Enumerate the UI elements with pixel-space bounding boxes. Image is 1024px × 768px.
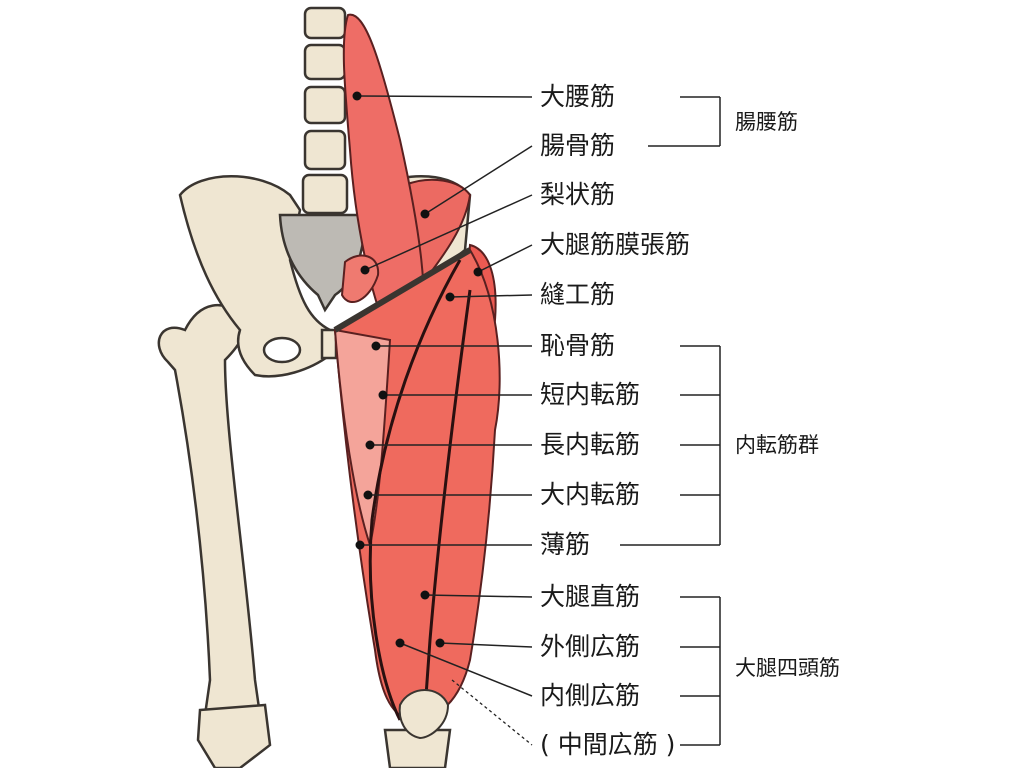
psoas-major-leader bbox=[356, 95, 533, 98]
vastus-intermedius-leader bbox=[451, 679, 533, 746]
vastus-intermedius-label: ( 中間広筋 ) bbox=[540, 730, 676, 759]
piriformis-shape bbox=[340, 254, 380, 304]
knee-bone bbox=[196, 703, 272, 768]
vastus-lateralis-leader bbox=[439, 642, 533, 648]
tensor-fasciae-latae-label: 大腿筋膜張筋 bbox=[540, 230, 691, 259]
adductor-longus-label: 長内転筋 bbox=[540, 430, 641, 459]
sartorius-shape bbox=[368, 259, 462, 721]
ligament bbox=[333, 247, 472, 333]
rectus-femoris-label: 大腿直筋 bbox=[540, 582, 641, 611]
rectus-femoris-leader bbox=[424, 594, 533, 598]
adductor-brevis-marker bbox=[378, 390, 388, 400]
lumbar-spine bbox=[301, 6, 349, 215]
psoas-major-label: 大腰筋 bbox=[540, 82, 616, 111]
piriformis-label: 梨状筋 bbox=[540, 180, 616, 209]
piriformis-marker bbox=[360, 265, 370, 275]
adductor-brevis-label: 短内転筋 bbox=[540, 380, 641, 409]
iliacus-label: 腸骨筋 bbox=[540, 131, 616, 160]
rectus-shape bbox=[423, 289, 472, 711]
psoas-major-marker bbox=[352, 91, 362, 101]
group-brackets bbox=[620, 96, 721, 746]
piriformis-leader bbox=[364, 194, 533, 271]
adductor-longus-marker bbox=[365, 440, 375, 450]
sartorius-label: 縫工筋 bbox=[540, 280, 616, 309]
vastus-lateralis-label: 外側広筋 bbox=[540, 632, 641, 661]
pectineus-label: 恥骨筋 bbox=[540, 331, 616, 360]
adductor-magnus-label: 大内転筋 bbox=[540, 480, 641, 509]
vastus-lateralis-marker bbox=[435, 638, 445, 648]
quadriceps-group-label: 大腿四頭筋 bbox=[735, 656, 840, 680]
iliacus-leader bbox=[424, 145, 533, 215]
pectineus-marker bbox=[371, 341, 381, 351]
vastus-medialis-leader bbox=[399, 642, 533, 697]
vastus-medialis-marker bbox=[395, 638, 405, 648]
skeleton bbox=[157, 6, 472, 768]
adductors-group-label: 内転筋群 bbox=[735, 433, 819, 457]
tensor-fasciae-latae-leader bbox=[477, 244, 533, 273]
adductor-magnus-marker bbox=[363, 490, 373, 500]
vastus-medialis-label: 内側広筋 bbox=[540, 681, 641, 710]
gracilis-label: 薄筋 bbox=[540, 530, 591, 559]
patella bbox=[398, 689, 450, 740]
femur bbox=[157, 303, 262, 717]
gracilis-marker bbox=[355, 540, 365, 550]
rectus-femoris-marker bbox=[420, 590, 430, 600]
sartorius-marker bbox=[445, 292, 455, 302]
sartorius-leader bbox=[449, 294, 533, 298]
iliopsoas-group-label: 腸腰筋 bbox=[735, 110, 798, 134]
tensor-fasciae-latae-marker bbox=[473, 267, 483, 277]
muscles bbox=[333, 13, 501, 740]
iliacus-marker bbox=[420, 209, 430, 219]
leader-lines bbox=[352, 91, 533, 746]
